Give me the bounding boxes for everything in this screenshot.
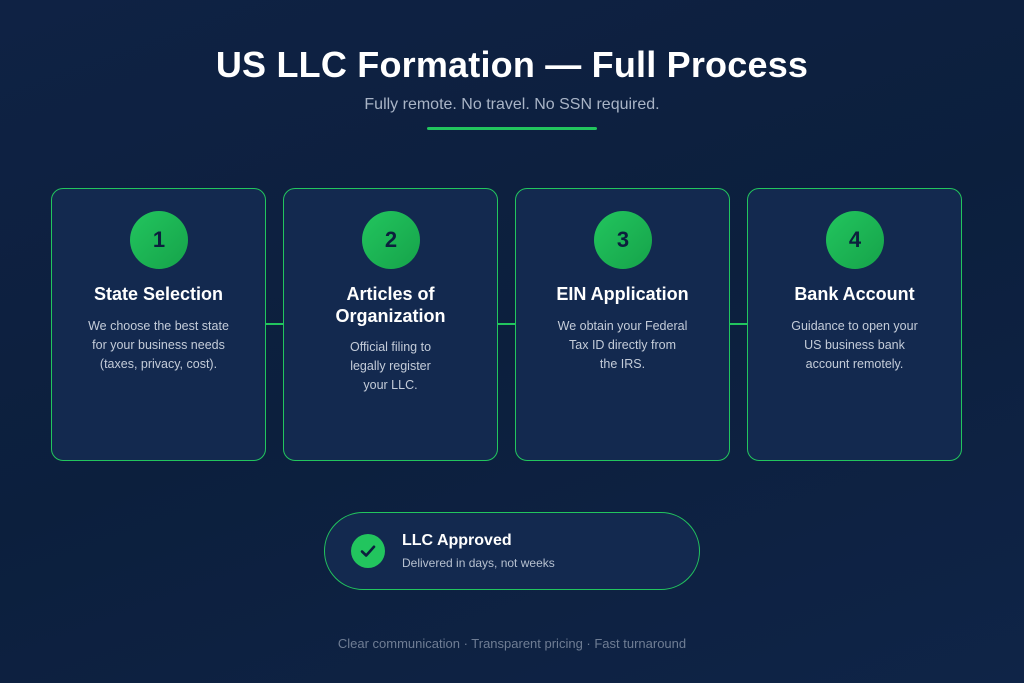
step-card-3: 3 EIN Application We obtain your Federal… (515, 188, 730, 461)
connector-3-4 (730, 323, 748, 325)
page-subtitle: Fully remote. No travel. No SSN required… (364, 96, 660, 113)
footer-tagline: Clear communication · Transparent pricin… (337, 636, 687, 651)
desc-line: We obtain your Federal (557, 319, 688, 333)
step-title: State Selection (93, 284, 224, 304)
desc-line: your LLC. (363, 378, 418, 392)
step-number-badge: 1 (130, 211, 188, 269)
page-title: US LLC Formation — Full Process (215, 44, 809, 85)
desc-line: Guidance to open your (791, 319, 918, 333)
desc-line: legally register (350, 359, 431, 373)
desc-line: Official filing to (349, 340, 432, 354)
step-description: We obtain your Federal Tax ID directly f… (546, 317, 699, 374)
step-card-2: 2 Articles of Organization Official fili… (283, 188, 498, 461)
step-description: Official filing to legally register your… (314, 338, 467, 395)
step-number-badge: 4 (826, 211, 884, 269)
step-description: We choose the best state for your busine… (82, 317, 235, 374)
desc-line: Tax ID directly from (569, 338, 676, 352)
step-number-badge: 3 (594, 211, 652, 269)
desc-line: account remotely. (805, 357, 904, 371)
desc-line: the IRS. (599, 357, 646, 371)
step-card-4: 4 Bank Account Guidance to open your US … (747, 188, 962, 461)
checkmark-icon (351, 534, 385, 568)
approved-title: LLC Approved (402, 532, 512, 549)
connector-2-3 (498, 323, 516, 325)
desc-line: US business bank (804, 338, 905, 352)
desc-line: (taxes, privacy, cost). (99, 357, 218, 371)
step-title: Articles of Organization (294, 283, 487, 327)
title-line: Organization (335, 306, 446, 326)
desc-line: for your business needs (92, 338, 225, 352)
step-number-badge: 2 (362, 211, 420, 269)
approved-subtitle: Delivered in days, not weeks (402, 556, 555, 570)
step-description: Guidance to open your US business bank a… (778, 317, 931, 374)
title-line: Articles of (346, 284, 435, 304)
desc-line: We choose the best state (88, 319, 229, 333)
step-title: Bank Account (794, 284, 915, 304)
step-card-1: 1 State Selection We choose the best sta… (51, 188, 266, 461)
connector-1-2 (266, 323, 284, 325)
step-title: EIN Application (556, 284, 689, 304)
title-underline (427, 127, 597, 130)
llc-approved-badge: LLC Approved Delivered in days, not week… (324, 512, 700, 590)
